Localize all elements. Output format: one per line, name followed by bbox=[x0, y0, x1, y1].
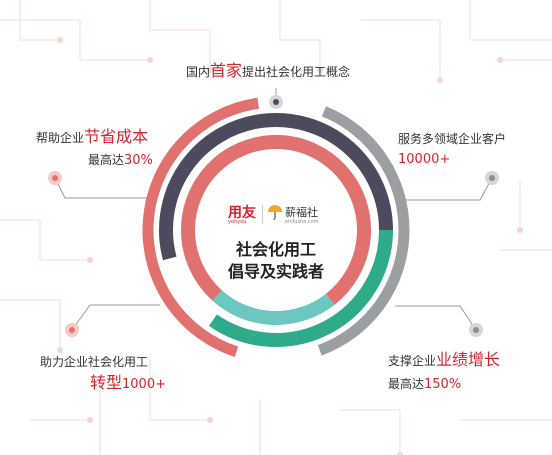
label-top-right-line2: 10000+ bbox=[398, 152, 451, 167]
label-tl-line2-pre: 最高达 bbox=[88, 153, 125, 167]
label-top-left-line2: 最高达30% bbox=[88, 152, 153, 169]
center-disc bbox=[202, 156, 350, 304]
label-bottom-right: 支撑企业业绩增长 bbox=[388, 352, 500, 369]
yonyou-logo: 用友 bbox=[228, 205, 256, 221]
label-tl-em: 节省成本 bbox=[84, 127, 149, 146]
label-br-em: 业绩增长 bbox=[436, 350, 501, 369]
label-top: 国内首家提出社会化用工概念 bbox=[186, 63, 350, 80]
label-bottom-left-line2: 转型1000+ bbox=[90, 375, 166, 393]
ring-inner-light-teal bbox=[212, 290, 335, 325]
label-top-pre: 国内 bbox=[186, 65, 211, 79]
partner-logos: 用友 yonyou 薪福社 xinfushe.com bbox=[224, 202, 334, 230]
xinfushe-logo: 薪福社 bbox=[285, 206, 318, 219]
rings bbox=[142, 97, 410, 357]
label-bl-em: 转型 bbox=[90, 373, 123, 392]
label-bottom-left: 助力企业社会化用工 bbox=[40, 355, 149, 369]
label-top-post: 提出社会化用工概念 bbox=[242, 65, 351, 79]
xinfushe-logo-sub: xinfushe.com bbox=[285, 219, 319, 225]
label-tl-pre: 帮助企业 bbox=[36, 131, 85, 145]
connector-nodes bbox=[48, 95, 499, 337]
center-title-line2: 倡导及实践者 bbox=[227, 262, 324, 281]
ring-inner-red bbox=[181, 135, 371, 305]
label-top-left: 帮助企业节省成本 bbox=[36, 129, 148, 146]
label-br-line2-pre: 最高达 bbox=[388, 377, 425, 391]
ring-outer-red bbox=[142, 97, 259, 357]
yonyou-logo-sub: yonyou bbox=[228, 219, 247, 225]
ring-dark bbox=[159, 113, 393, 261]
logo-divider bbox=[262, 205, 263, 223]
label-bl-val: 1000+ bbox=[122, 377, 166, 392]
umbrella-icon bbox=[268, 205, 282, 220]
label-br-pre: 支撑企业 bbox=[388, 354, 437, 368]
label-top-em: 首家 bbox=[210, 61, 243, 80]
background-dots bbox=[57, 37, 523, 455]
label-top-right: 服务多领域企业客户 bbox=[398, 132, 507, 146]
label-tl-line2-val: 30% bbox=[124, 153, 153, 168]
label-br-line2-val: 150% bbox=[424, 377, 462, 392]
ring-teal bbox=[208, 229, 393, 347]
label-bottom-right-line2: 最高达150% bbox=[388, 376, 461, 393]
center-title-line1: 社会化用工 bbox=[235, 240, 316, 259]
ring-outer-gray bbox=[317, 106, 410, 356]
